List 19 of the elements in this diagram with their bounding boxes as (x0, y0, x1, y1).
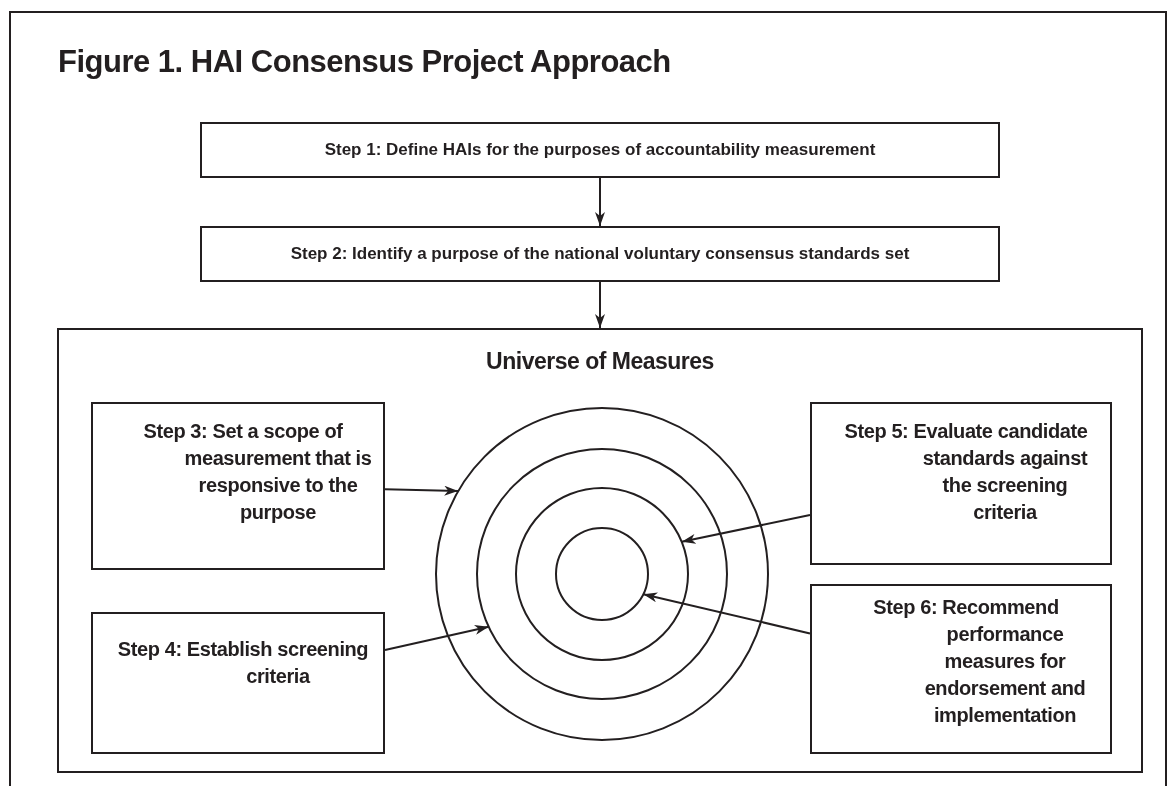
step-box: Step 6: Recommend performance measures for endorsement and implementation (810, 584, 1112, 754)
arrow (595, 177, 605, 227)
step-box: Step 1: Define HAIs for the purposes of accountability measurement (200, 122, 1000, 178)
group-heading: Universe of Measures (486, 350, 714, 372)
figure-title: Figure 1. HAI Consensus Project Approach (58, 44, 671, 80)
step-box: Step 2: Identify a purpose of the national voluntary consensus standards set (200, 226, 1000, 282)
ring-circle (555, 527, 649, 621)
arrow (384, 485, 460, 496)
step-box: Step 5: Evaluate candidate standards against the screening criteria (810, 402, 1112, 565)
arrow (595, 281, 605, 329)
ring-circle (476, 448, 728, 700)
step-box: Step 4: Establish screening criteria (91, 612, 385, 754)
group-box (57, 328, 1143, 773)
ring-circle (515, 487, 689, 661)
arrow (384, 625, 490, 652)
arrow (642, 592, 811, 635)
arrow (680, 514, 811, 544)
ring-circle (435, 407, 769, 741)
step-box: Step 3: Set a scope of measurement that is responsive to the purpose (91, 402, 385, 570)
